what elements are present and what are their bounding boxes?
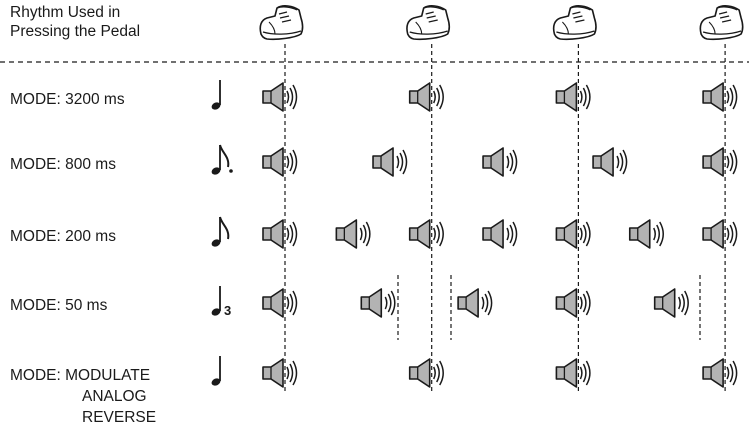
mode-label-3200: MODE: 3200 ms bbox=[10, 91, 125, 109]
speaker-icon bbox=[408, 219, 444, 249]
speaker-icon bbox=[702, 219, 738, 249]
mode-prefix: MODE: bbox=[10, 367, 61, 384]
shoe-icon bbox=[699, 5, 744, 41]
speaker-icon bbox=[408, 82, 444, 112]
quarter-note-icon bbox=[211, 80, 221, 110]
speaker-icon bbox=[335, 219, 371, 249]
quarter-note-icon bbox=[211, 356, 221, 386]
header-title-line1: Rhythm Used in bbox=[10, 4, 121, 21]
shoe-icon bbox=[552, 5, 597, 41]
speaker-icon bbox=[592, 147, 628, 177]
speaker-icon bbox=[555, 219, 591, 249]
mode-prefix: MODE: bbox=[10, 91, 61, 108]
speaker-icon bbox=[628, 219, 664, 249]
triplet-digit: 3 bbox=[224, 303, 231, 318]
mode-value: 200 ms bbox=[65, 228, 116, 245]
mode-value: MODULATE bbox=[65, 367, 151, 384]
mode-label-800: MODE: 800 ms bbox=[10, 156, 116, 174]
shoe-icon bbox=[259, 5, 304, 41]
speaker-icon bbox=[372, 147, 408, 177]
speaker-icon bbox=[555, 82, 591, 112]
mode-prefix: MODE: bbox=[10, 228, 61, 245]
quarter-note-triplet-icon: 3 bbox=[211, 286, 231, 318]
eighth-note-icon bbox=[211, 216, 230, 247]
speaker-icon bbox=[653, 288, 689, 318]
speaker-icon bbox=[262, 147, 298, 177]
mode-label-reverse: REVERSE bbox=[82, 409, 157, 426]
dotted-eighth-note-icon bbox=[211, 144, 233, 175]
speaker-icon bbox=[262, 288, 298, 318]
speaker-icon bbox=[262, 358, 298, 388]
speaker-icon bbox=[555, 288, 591, 318]
mode-prefix: MODE: bbox=[10, 297, 61, 314]
speaker-icon bbox=[457, 288, 493, 318]
header-title-line2: Pressing the Pedal bbox=[10, 23, 141, 40]
speaker-icon bbox=[702, 358, 738, 388]
mode-label-50: MODE: 50 ms bbox=[10, 297, 107, 315]
speaker-icon bbox=[262, 219, 298, 249]
mode-value: 800 ms bbox=[65, 156, 116, 173]
speaker-icon bbox=[555, 358, 591, 388]
speaker-icon bbox=[360, 288, 396, 318]
mode-label-200: MODE: 200 ms bbox=[10, 228, 116, 246]
speaker-icon bbox=[702, 82, 738, 112]
mode-prefix: MODE: bbox=[10, 156, 61, 173]
speaker-icon bbox=[408, 358, 444, 388]
mode-label-analog: ANALOG bbox=[82, 388, 147, 405]
mode-value: 3200 ms bbox=[65, 91, 125, 108]
mode-label-modulate: MODE: MODULATE bbox=[10, 367, 150, 385]
speaker-icon bbox=[482, 219, 518, 249]
mode-value: 50 ms bbox=[65, 297, 108, 314]
speaker-icon bbox=[702, 147, 738, 177]
speaker-icon bbox=[262, 82, 298, 112]
speaker-icon bbox=[482, 147, 518, 177]
shoe-icon bbox=[406, 5, 450, 41]
